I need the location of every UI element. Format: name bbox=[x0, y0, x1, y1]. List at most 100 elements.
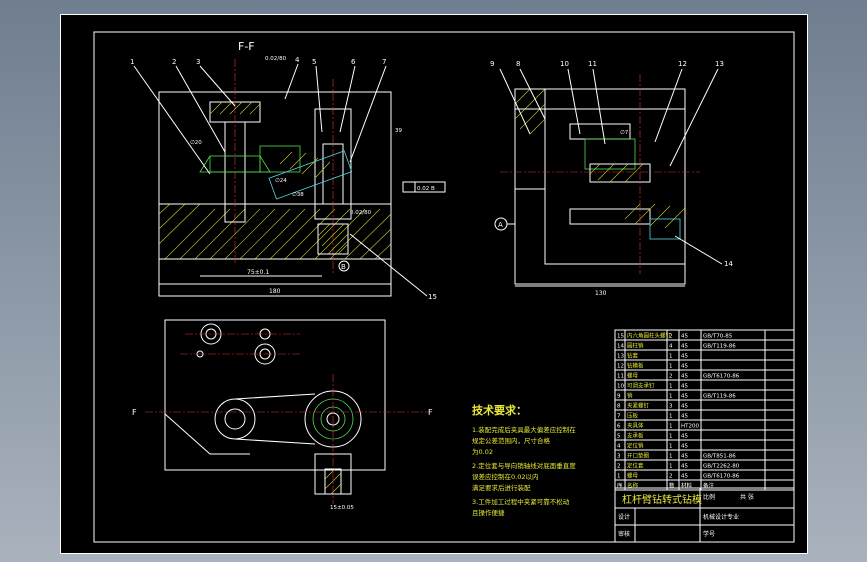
title-block: 杠杆臂钻转式钻模 比例 共 张 设计 审核 机械设计专业 学号 bbox=[614, 487, 795, 543]
bom-cell: 45 bbox=[681, 384, 688, 390]
bom-cell: 4 bbox=[617, 444, 621, 450]
svg-text:75±0.1: 75±0.1 bbox=[247, 269, 269, 276]
bom-cell: 定位销 bbox=[627, 442, 644, 450]
svg-text:0.02/80: 0.02/80 bbox=[265, 56, 287, 62]
bom-cell: 14 bbox=[617, 344, 624, 350]
bom-cell: GB/T2262-80 bbox=[703, 464, 740, 470]
svg-text:∅38: ∅38 bbox=[292, 192, 304, 198]
svg-text:满足要求后进行装配: 满足要求后进行装配 bbox=[472, 483, 531, 492]
bom-cell: 2 bbox=[669, 374, 673, 380]
svg-text:4: 4 bbox=[295, 56, 300, 64]
svg-text:14: 14 bbox=[724, 260, 733, 268]
bom-cell: 2 bbox=[669, 334, 673, 340]
top-view: 15±0.05 F F bbox=[132, 319, 433, 511]
svg-text:9: 9 bbox=[490, 60, 494, 68]
svg-text:15: 15 bbox=[428, 293, 437, 301]
bom-cell: 1 bbox=[669, 384, 673, 390]
bom-cell: 15 bbox=[617, 334, 624, 340]
cad-drawing: F-F 180 75±0.1 B 0.02 B 0.02/80 0.02/80 … bbox=[60, 14, 808, 554]
bom-cell: 2 bbox=[617, 464, 621, 470]
svg-text:39: 39 bbox=[395, 128, 402, 134]
section-cut-right: F bbox=[428, 408, 433, 417]
bom-cell: 3 bbox=[617, 454, 621, 460]
bom-cell: 2 bbox=[669, 474, 673, 480]
svg-text:2: 2 bbox=[172, 58, 176, 66]
body-outline bbox=[158, 91, 392, 297]
tech-title: 技术要求： bbox=[472, 403, 527, 417]
svg-text:5: 5 bbox=[312, 58, 316, 66]
svg-text:∅24: ∅24 bbox=[275, 178, 287, 184]
bom-cell: 钻模板 bbox=[627, 362, 644, 370]
svg-text:规定公差范围内，尺寸合格: 规定公差范围内，尺寸合格 bbox=[472, 436, 551, 445]
section-label: F-F bbox=[238, 40, 255, 53]
bom-cell: 内六角圆柱头螺钉 bbox=[627, 332, 672, 340]
bom-cell: 备注 bbox=[703, 482, 715, 490]
svg-text:∅20: ∅20 bbox=[190, 140, 202, 146]
bom-cell: 1 bbox=[669, 444, 673, 450]
svg-text:10: 10 bbox=[560, 60, 569, 68]
svg-text:1.装配完成后夹具最大偏差应控制在: 1.装配完成后夹具最大偏差应控制在 bbox=[472, 425, 576, 434]
svg-text:8: 8 bbox=[516, 60, 520, 68]
bom-cell: 可调支承钉 bbox=[627, 382, 655, 390]
svg-text:且操作便捷: 且操作便捷 bbox=[472, 508, 505, 517]
bom-cell: 1 bbox=[669, 434, 673, 440]
svg-text:0.02/80: 0.02/80 bbox=[350, 210, 372, 216]
svg-text:3: 3 bbox=[196, 58, 200, 66]
bom-cell: 销 bbox=[627, 392, 633, 400]
svg-text:误差应控制在0.02以内: 误差应控制在0.02以内 bbox=[472, 472, 538, 481]
bom-cell: 5 bbox=[617, 434, 621, 440]
svg-text:A: A bbox=[498, 221, 503, 229]
bom-cell: 12 bbox=[617, 364, 624, 370]
bom-cell: 11 bbox=[617, 374, 624, 380]
bom-cell: 1 bbox=[669, 394, 673, 400]
bom-cell: 1 bbox=[617, 474, 621, 480]
svg-text:13: 13 bbox=[715, 60, 724, 68]
bom-cell: 1 bbox=[669, 424, 673, 430]
bom-cell: 45 bbox=[681, 454, 688, 460]
bom-cell: 1 bbox=[669, 464, 673, 470]
bom-cell: 45 bbox=[681, 414, 688, 420]
bom-cell: 夹具体 bbox=[627, 422, 644, 430]
bom-cell: 数 bbox=[669, 482, 675, 490]
bom-cell: 1 bbox=[669, 364, 673, 370]
tech-requirements: 技术要求： 1.装配完成后夹具最大偏差应控制在 规定公差范围内，尺寸合格 为0.… bbox=[472, 403, 576, 517]
bom-cell: 45 bbox=[681, 364, 688, 370]
svg-text:180: 180 bbox=[269, 288, 281, 295]
svg-text:11: 11 bbox=[588, 60, 597, 68]
drawing-sheet: F-F 180 75±0.1 B 0.02 B 0.02/80 0.02/80 … bbox=[60, 14, 808, 554]
svg-text:设计: 设计 bbox=[618, 513, 630, 521]
svg-text:审核: 审核 bbox=[618, 530, 630, 538]
svg-text:学号: 学号 bbox=[703, 530, 715, 538]
plan-outline bbox=[164, 319, 386, 471]
bom-cell: 45 bbox=[681, 434, 688, 440]
svg-text:比例: 比例 bbox=[703, 493, 715, 501]
svg-text:机械设计专业: 机械设计专业 bbox=[703, 513, 739, 521]
svg-text:2.定位套与导向销轴线对底面垂直度: 2.定位套与导向销轴线对底面垂直度 bbox=[472, 461, 576, 470]
bom-cell: 序 bbox=[617, 482, 623, 490]
bom-cell: 45 bbox=[681, 354, 688, 360]
bom-cell: 45 bbox=[681, 404, 688, 410]
bom-cell: 45 bbox=[681, 374, 688, 380]
bom-cell: 45 bbox=[681, 334, 688, 340]
svg-text:7: 7 bbox=[382, 58, 386, 66]
inner-frame bbox=[93, 31, 795, 543]
bom-cell: 名称 bbox=[627, 482, 639, 490]
bom-cell: 13 bbox=[617, 354, 624, 360]
bom-cell: 45 bbox=[681, 344, 688, 350]
bom-cell: 45 bbox=[681, 474, 688, 480]
bom-cell: GB/T851-86 bbox=[703, 454, 736, 460]
bom-cell: 45 bbox=[681, 394, 688, 400]
bom-cell: 螺母 bbox=[627, 372, 639, 380]
bom-cell: 1 bbox=[669, 454, 673, 460]
bom-cell: HT200 bbox=[681, 424, 699, 430]
bom-cell: GB/T6170-86 bbox=[703, 374, 740, 380]
bom-cell: 材料 bbox=[681, 482, 693, 490]
bom-cell: 10 bbox=[617, 384, 624, 390]
bom-cell: 3 bbox=[669, 404, 673, 410]
bom-cell: 1 bbox=[669, 414, 673, 420]
bom-cell: 压板 bbox=[627, 412, 639, 420]
bom-cell: GB/T119-86 bbox=[703, 344, 736, 350]
svg-text:12: 12 bbox=[678, 60, 687, 68]
svg-text:6: 6 bbox=[351, 58, 356, 66]
